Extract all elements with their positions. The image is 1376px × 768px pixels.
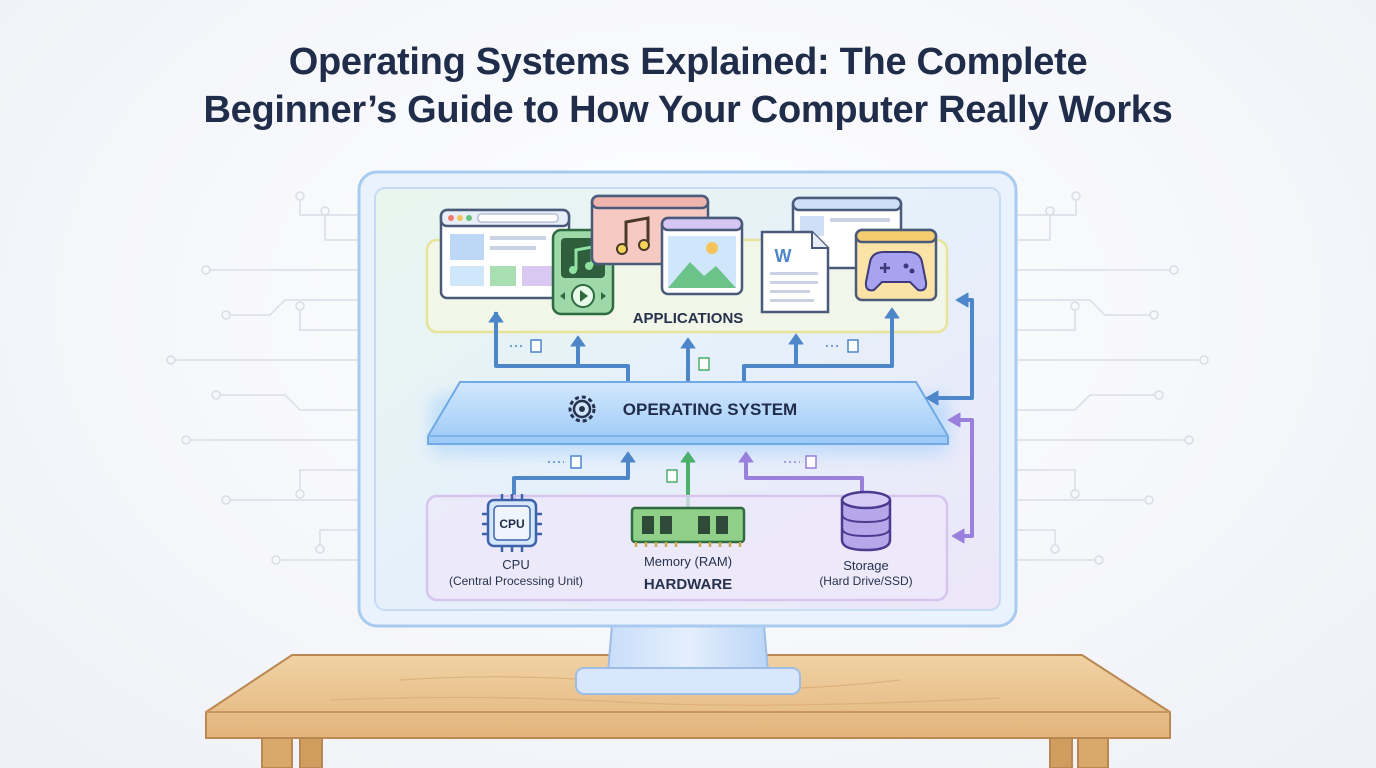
hardware-to-os-arrows bbox=[512, 451, 864, 508]
circuit-traces-right bbox=[1016, 191, 1209, 565]
title-line-2: Beginner’s Guide to How Your Computer Re… bbox=[203, 89, 1173, 131]
circuit-traces-left bbox=[166, 191, 360, 565]
cpu-description: (Central Processing Unit) bbox=[449, 574, 583, 588]
data-packet-icons-lower bbox=[548, 455, 817, 483]
word-glyph: W bbox=[775, 246, 792, 266]
image-viewer-icon bbox=[660, 216, 744, 296]
memory-name: Memory (RAM) bbox=[644, 554, 732, 569]
database-icon bbox=[840, 490, 892, 552]
storage-description: (Hard Drive/SSD) bbox=[819, 574, 912, 588]
operating-system-label: OPERATING SYSTEM bbox=[623, 400, 797, 419]
game-controller-icon bbox=[854, 228, 938, 302]
ram-stick-icon bbox=[630, 506, 746, 547]
applications-label: APPLICATIONS bbox=[633, 310, 744, 327]
operating-system-layer: OPERATING SYSTEM bbox=[427, 381, 950, 455]
data-packet-icons-upper bbox=[510, 339, 859, 371]
cpu-name: CPU bbox=[502, 557, 529, 572]
title-line-1: Operating Systems Explained: The Complet… bbox=[288, 41, 1088, 83]
cpu-chip-label: CPU bbox=[499, 517, 524, 531]
monitor-stand bbox=[575, 624, 801, 695]
os-to-apps-arrows bbox=[488, 307, 900, 385]
hardware-label: HARDWARE bbox=[644, 576, 732, 593]
side-arrows bbox=[925, 292, 974, 544]
gear-icon bbox=[568, 395, 596, 423]
wooden-table bbox=[205, 654, 1171, 768]
storage-name: Storage bbox=[843, 558, 889, 573]
hardware-layer: HARDWARE bbox=[425, 494, 949, 602]
cpu-chip-icon: CPU bbox=[482, 494, 542, 552]
browser-window-icon bbox=[439, 208, 571, 300]
page-title: Operating Systems Explained: The Complet… bbox=[0, 38, 1376, 134]
